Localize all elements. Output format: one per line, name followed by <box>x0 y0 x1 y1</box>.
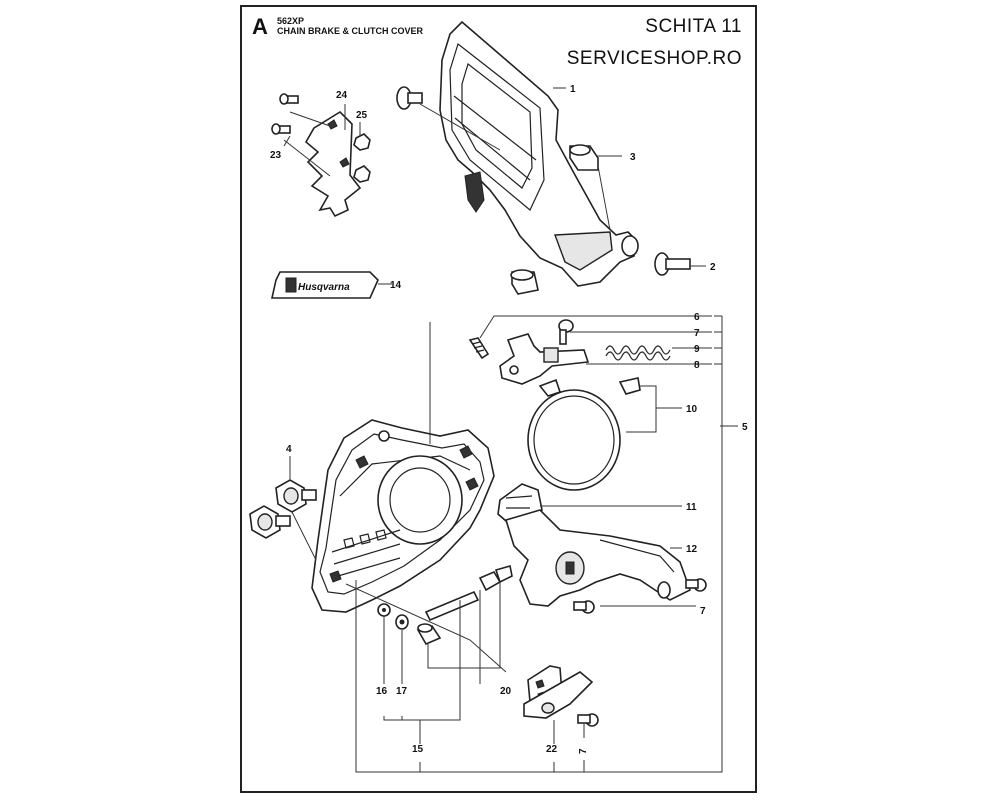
callout-4: 4 <box>286 444 292 455</box>
part-screw-7-right <box>685 578 707 592</box>
part-nuts-25 <box>353 133 371 183</box>
callout-5: 5 <box>742 422 748 433</box>
part-pin <box>424 590 480 622</box>
part-hand-guard <box>439 20 639 287</box>
part-screw-lower <box>271 123 291 135</box>
part-shoulder-screw-2 <box>654 252 691 276</box>
part-spring-9 <box>605 345 671 361</box>
callout-8: 8 <box>694 360 700 371</box>
shop-name: SERVICESHOP.RO <box>566 48 742 69</box>
part-screw-7-mid <box>573 600 595 614</box>
part-bushing-3 <box>569 144 599 171</box>
callout-labels: 1 2 3 4 5 6 7 7 7 8 9 10 11 12 14 15 16 … <box>270 84 748 755</box>
part-bumper-spike <box>304 110 362 218</box>
part-screw-7-bottom <box>577 713 599 727</box>
part-bushing-lower <box>510 269 539 295</box>
part-screw-upper <box>279 93 299 105</box>
sheet-letter: A <box>252 14 268 39</box>
part-adjuster-6 <box>468 337 490 360</box>
part-pivot-screw-top <box>396 86 423 110</box>
callout-7-bottom: 7 <box>578 748 589 754</box>
callout-17: 17 <box>396 686 408 697</box>
callout-24: 24 <box>336 90 348 101</box>
callout-3: 3 <box>630 152 636 163</box>
callout-23: 23 <box>270 150 282 161</box>
part-clutch-cover-5 <box>311 419 495 613</box>
part-brake-housing-12 <box>504 509 691 607</box>
decal-logo-text: Husqvarna <box>298 282 350 293</box>
part-bar-nuts-4 <box>249 479 317 539</box>
callout-25: 25 <box>356 110 368 121</box>
leader-lines <box>283 87 738 773</box>
model-number: 562XP <box>277 16 305 26</box>
callout-20: 20 <box>500 686 512 697</box>
callout-16: 16 <box>376 686 388 697</box>
part-washer-17 <box>395 614 409 630</box>
part-screw-7-top <box>558 319 574 345</box>
part-chain-catcher-22 <box>523 665 594 719</box>
part-slider-blocks <box>478 564 513 592</box>
part-washer-16 <box>377 603 391 617</box>
part-lever-8 <box>499 333 590 385</box>
callout-22: 22 <box>546 744 558 755</box>
callout-9: 9 <box>694 344 700 355</box>
section-name: CHAIN BRAKE & CLUTCH COVER <box>277 26 423 36</box>
schematic-title: SCHITA 11 <box>645 16 742 37</box>
callout-6: 6 <box>694 312 700 323</box>
callout-15: 15 <box>412 744 424 755</box>
part-sleeve-20 <box>416 623 442 646</box>
model-block: 562XP CHAIN BRAKE & CLUTCH COVER <box>277 16 423 36</box>
callout-7-top: 7 <box>694 328 700 339</box>
callout-1: 1 <box>570 84 576 95</box>
part-decal-14: Husqvarna <box>271 271 379 299</box>
callout-2: 2 <box>710 262 716 273</box>
part-brake-band-10 <box>527 377 641 491</box>
callout-7-mid: 7 <box>700 606 706 617</box>
callout-11: 11 <box>686 502 697 513</box>
callout-10: 10 <box>686 404 698 415</box>
callout-12: 12 <box>686 544 698 555</box>
callout-14: 14 <box>390 280 402 291</box>
